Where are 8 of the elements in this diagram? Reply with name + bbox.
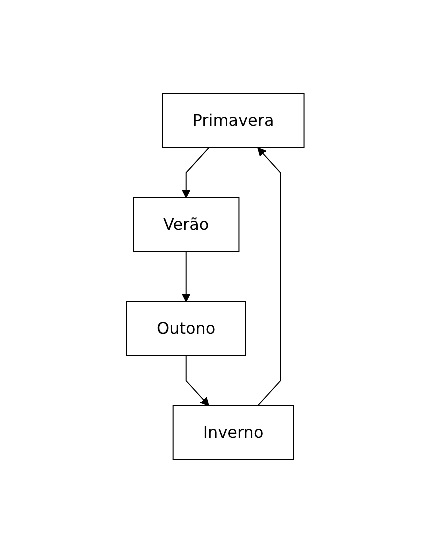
- node-box: Outono: [126, 301, 247, 356]
- arrow: [182, 147, 210, 198]
- arrow: [186, 355, 210, 406]
- arrow: [258, 147, 282, 406]
- node-box: Verão: [133, 197, 240, 252]
- node-box: Primavera: [162, 93, 306, 148]
- node-box: Inverno: [173, 405, 295, 460]
- arrow: [182, 251, 192, 302]
